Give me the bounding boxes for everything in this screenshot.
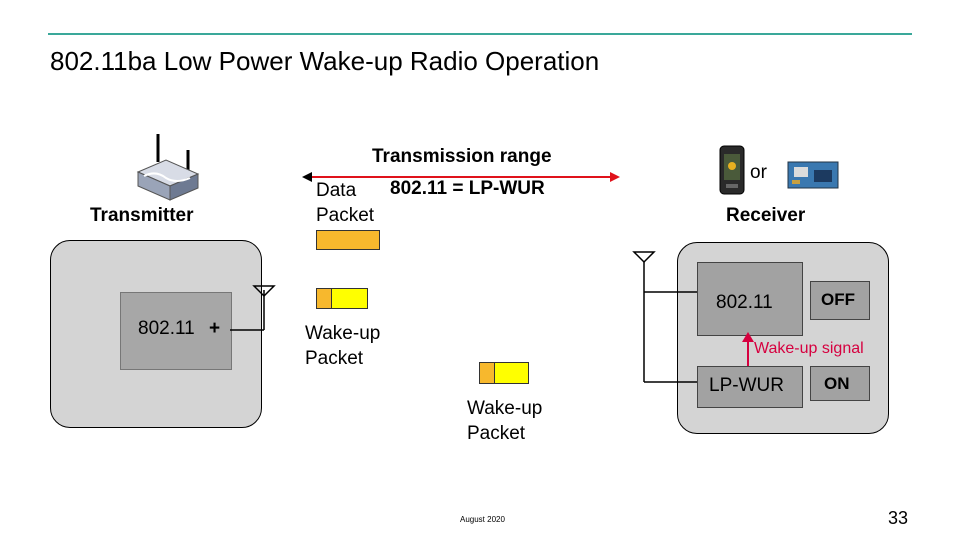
receiver-wur-label: LP-WUR [709,375,784,396]
wakeup-packet-2-header [479,362,495,384]
range-title: Transmission range [372,146,552,167]
footer-date: August 2020 [460,515,505,524]
receiver-antenna-icon [632,251,697,383]
receiver-wur-state: ON [824,374,850,393]
transmitter-radio [120,292,232,370]
wakeup-packet-1-header [316,288,332,309]
phone-icon [719,145,745,195]
slide-title: 802.11ba Low Power Wake-up Radio Operati… [50,46,600,76]
wakeup-packet-1-label-1: Wake-up [305,323,381,344]
wakeup-packet-1-body [331,288,368,309]
data-packet-label-2: Packet [316,205,375,226]
wakeup-signal-arrow [742,332,754,366]
range-equation: 802.11 = LP-WUR [390,178,545,199]
wakeup-packet-2-body [494,362,529,384]
wakeup-packet-2-label-2: Packet [467,423,526,444]
plus-sign: + [209,318,221,339]
data-packet-label-1: Data [316,180,357,201]
wakeup-signal-label: Wake-up signal [754,340,864,357]
wakeup-packet-1-label-2: Packet [305,348,364,369]
title-rule [48,33,912,35]
receiver-radio [697,262,803,336]
page-number: 33 [888,508,909,528]
or-label: or [750,162,767,183]
receiver-wur [697,366,803,408]
receiver-radio-state-box [810,281,870,320]
range-arrow [302,172,620,182]
transmitter-label: Transmitter [90,205,194,226]
receiver-label: Receiver [726,205,806,226]
data-packet [316,230,380,250]
sensor-board-icon [787,161,839,189]
receiver-radio-label: 802.11 [716,292,773,313]
transmitter-antenna-icon [230,285,276,331]
router-icon [136,134,200,201]
receiver-radio-state: OFF [821,290,855,309]
transmitter-radio-label: 802.11 [138,318,195,339]
wakeup-packet-2-label-1: Wake-up [467,398,543,419]
receiver-wur-state-box [810,366,870,401]
